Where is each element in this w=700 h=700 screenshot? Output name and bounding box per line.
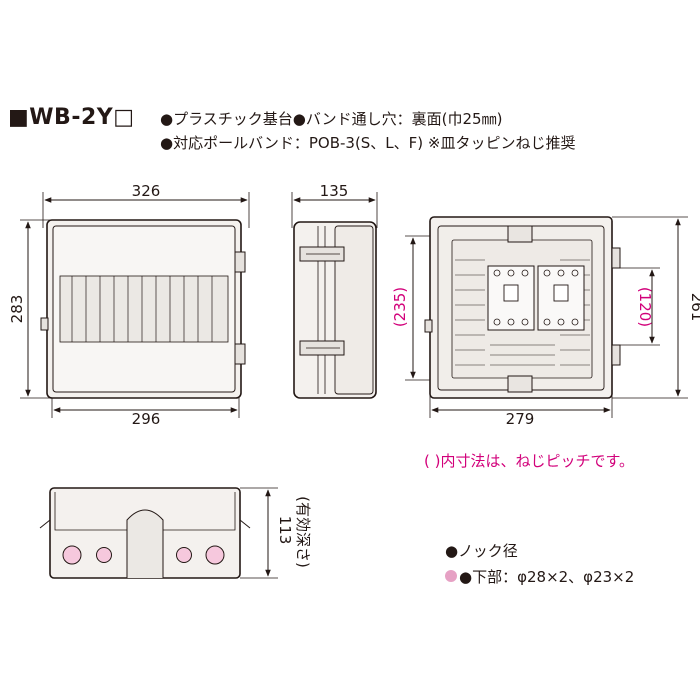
back-pitch-label: (120)	[636, 287, 654, 327]
knockout-holes	[62, 545, 225, 565]
front-height-label: 283	[8, 295, 26, 324]
model-title: ■WB-2Y□	[8, 105, 135, 130]
front-window-ribs	[71, 276, 213, 342]
spec-line-2: ●対応ポールバンド：POB-3(S、L、F) ※皿タッピンねじ推奨	[160, 134, 576, 152]
back-width-label: 279	[506, 410, 535, 428]
back-height-label: 261	[688, 293, 700, 322]
pitch-note: ( )内寸法は、ねじピッチです。	[424, 452, 634, 470]
knockout-legend-dot	[445, 570, 457, 582]
back-inner-height-label: (235)	[391, 287, 409, 327]
front-width-bottom-label: 296	[132, 410, 161, 428]
side-depth-label: 135	[320, 182, 349, 200]
knockout-bottom-spec: ●下部：φ28×2、φ23×2	[459, 568, 635, 586]
bottom-depth-note: (有効深さ)	[294, 496, 312, 568]
front-width-top-label: 326	[132, 182, 161, 200]
bottom-depth-label: 113	[276, 516, 294, 545]
side-view	[291, 192, 378, 399]
back-view	[405, 216, 688, 418]
knockout-title: ●ノック径	[445, 542, 518, 560]
bottom-view	[39, 487, 278, 579]
front-view	[20, 192, 250, 418]
spec-line-1: ●プラスチック基台●バンド通し穴：裏面(巾25㎜)	[160, 110, 503, 128]
